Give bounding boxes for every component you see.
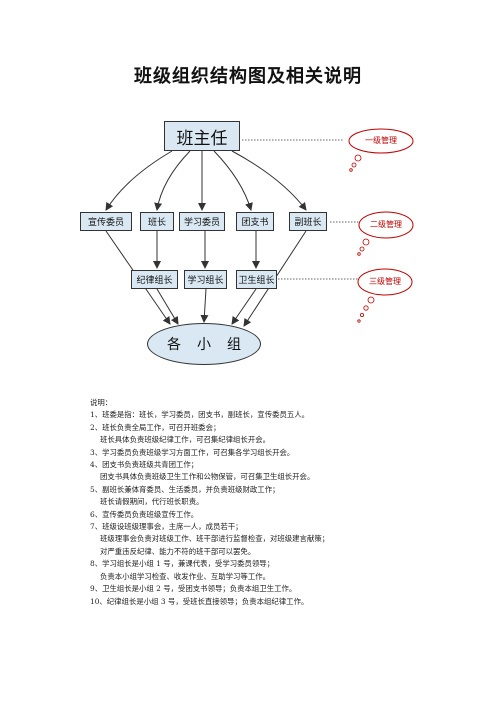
arrow-to-tuanzhishu [213,150,253,211]
note-line: 1、班委是指：班长，学习委员，团支书，副班长，宣传委员五人。 [90,410,310,420]
arrow-jilv-to-groups [156,288,179,325]
callout-level3-shape [357,268,413,323]
node-league-secretary: 团支书 [236,212,274,231]
note-line: 4、团支书负责班级共青团工作； [90,460,199,470]
node-publicity-officer: 宣传委员 [80,212,132,231]
note-line: 团支书具体负责班级卫生工作和公物保管，可召集卫生组长开会。 [100,472,315,482]
arrow-to-fubanzhang [231,150,307,211]
note-line: 10、纪律组长是小组 3 号，受班长直接领导；负责本组纪律工作。 [90,596,309,606]
note-line: 班长具体负责班级纪律工作，可召集纪律组长开会。 [100,435,270,445]
note-line: 5、副班长兼体育委员、生活委员，并负责班级财政工作； [90,484,280,494]
callout-level2-shape [357,211,414,256]
arrow-to-xuanchuan [105,150,173,211]
note-line: 负责本小组学习检查、收发作业、互助学习等工作。 [100,571,270,581]
node-hygiene-leader: 卫生组长 [236,270,277,289]
node-class-monitor: 班长 [140,212,174,231]
note-line: 班级理事会负责对班级工作、班干部进行监督检查，对班级建言献策； [100,534,330,544]
callout-level1: 一级管理 [365,136,397,145]
notes-section: 说明： 1、班委是指：班长，学习委员，团支书，副班长，宣传委员五人。 2、班长负… [90,397,486,608]
note-line: 7、班级设班级理事会，主席一人，成员若干； [90,522,243,532]
node-study-officer: 学习委员 [179,212,225,231]
page-title: 班级组织结构图及相关说明 [134,66,362,87]
arrow-xuexizuzhang-to-groups [200,288,209,323]
node-vice-monitor: 副班长 [289,212,327,231]
note-line: 3、学习委员负责班级学习方面工作，可召集各学习组长开会。 [90,447,295,457]
arrow-weisheng-to-groups [231,288,257,325]
node-discipline-leader: 纪律组长 [131,270,178,289]
note-line: 班长请假期间，代行班长职责。 [100,497,204,507]
node-head-teacher: 班主任 [164,121,240,151]
callout-level3: 三级管理 [369,277,401,286]
node-study-leader: 学习组长 [184,270,227,289]
note-line: 对严重违反纪律、能力不符的班干部可以罢免。 [100,546,256,556]
notes-heading: 说明： [90,398,113,407]
note-line: 8、学习组长是小组 1 号，兼课代表，受学习委员领导； [90,559,275,569]
callout-level2: 二级管理 [370,220,402,229]
arrow-to-banzhang [154,150,191,211]
node-all-groups: 各小组 [147,323,261,365]
note-line: 9、卫生组长是小组 2 号，受团支书领导；负责本组卫生工作。 [90,584,297,594]
callout-level1-shape [348,128,414,172]
note-line: 6、宣传委员负责班级宣传工作。 [90,509,199,519]
note-line: 2、班长负责全局工作，可召开班委会； [90,422,221,432]
